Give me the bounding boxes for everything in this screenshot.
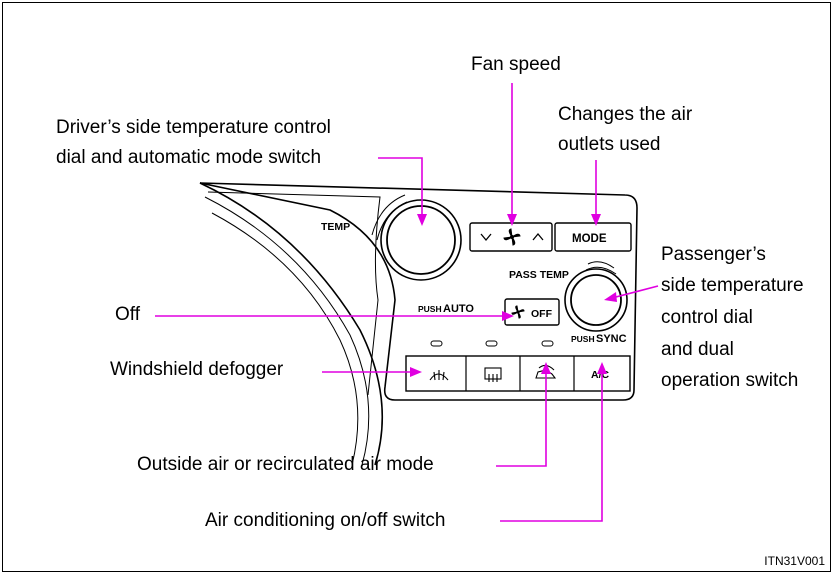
chevron-down-icon bbox=[480, 233, 492, 242]
label-driver-line1: Driver’s side temperature control bbox=[56, 117, 331, 138]
off-button bbox=[504, 298, 560, 326]
pass-temp-label: PASS TEMP bbox=[509, 269, 569, 281]
label-off: Off bbox=[115, 304, 140, 325]
push-label-passenger: PUSH bbox=[571, 334, 595, 344]
indicator-light bbox=[485, 340, 498, 347]
push-label-driver: PUSH bbox=[418, 304, 442, 314]
label-passenger-line5: operation switch bbox=[661, 370, 799, 391]
indicator-light bbox=[541, 340, 554, 347]
leader-outside-air bbox=[496, 370, 547, 467]
label-mode-line1: Changes the air bbox=[558, 104, 693, 125]
leader-arrowheads bbox=[410, 214, 617, 377]
temp-label: TEMP bbox=[321, 221, 350, 233]
fan-icon bbox=[511, 305, 525, 319]
sync-label: SYNC bbox=[596, 333, 627, 345]
driver-dial-arc bbox=[371, 194, 406, 236]
indicator-light bbox=[430, 340, 443, 347]
passenger-dial-arc-2 bbox=[585, 266, 617, 275]
passenger-dial-arc bbox=[587, 261, 615, 269]
label-passenger-line1: Passenger’s bbox=[661, 244, 766, 265]
figure-code: ITN31V001 bbox=[764, 554, 825, 568]
panel-trim-curve-1 bbox=[199, 182, 384, 466]
off-button-label: OFF bbox=[531, 308, 553, 320]
label-defogger: Windshield defogger bbox=[110, 359, 284, 380]
panel-trim-curve-3 bbox=[211, 212, 359, 466]
label-ac-switch: Air conditioning on/off switch bbox=[205, 510, 446, 531]
passenger-temperature-dial bbox=[570, 274, 622, 326]
label-fan-speed: Fan speed bbox=[471, 54, 561, 75]
label-passenger-line2: side temperature bbox=[661, 275, 804, 296]
leader-driver-dial bbox=[378, 157, 423, 218]
label-mode-line2: outlets used bbox=[558, 134, 661, 155]
label-passenger-line3: control dial bbox=[661, 307, 753, 328]
leader-lines bbox=[155, 83, 659, 522]
driver-temperature-dial bbox=[386, 205, 456, 275]
label-driver-line2: dial and automatic mode switch bbox=[56, 147, 322, 168]
panel-trim-curve-2 bbox=[204, 196, 370, 466]
rear-defrost-icon bbox=[484, 367, 502, 382]
auto-label: AUTO bbox=[443, 303, 474, 315]
fan-icon bbox=[503, 228, 521, 246]
leader-passenger-dial bbox=[611, 285, 659, 299]
mode-button bbox=[554, 222, 632, 252]
front-defrost-icon bbox=[429, 370, 449, 381]
leader-ac-switch bbox=[500, 370, 603, 522]
label-passenger-line4: and dual bbox=[661, 339, 734, 360]
label-outside-air: Outside air or recirculated air mode bbox=[137, 454, 434, 475]
panel-bezel-outer bbox=[199, 182, 638, 401]
panel-bezel-inner bbox=[207, 191, 381, 396]
mode-button-label: MODE bbox=[572, 233, 607, 245]
chevron-up-icon bbox=[532, 232, 544, 241]
